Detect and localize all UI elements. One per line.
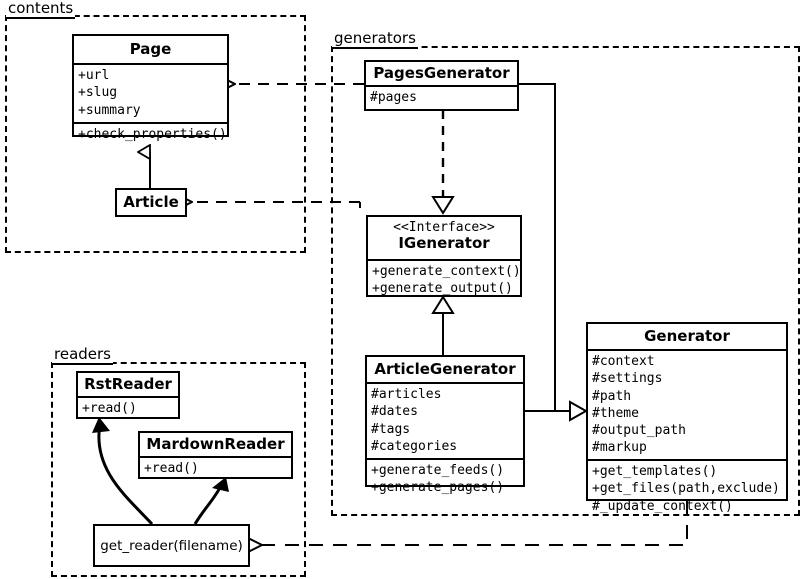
package-contents-label: contents bbox=[6, 0, 76, 19]
class-articlegenerator[interactable]: ArticleGenerator #articles #dates #tags … bbox=[365, 355, 525, 495]
attribute-markup: #markup bbox=[592, 440, 647, 456]
class-mardownreader[interactable]: MardownReader +read() bbox=[138, 431, 293, 479]
class-igenerator-operations: +generate_context() +generate_output() bbox=[368, 258, 521, 300]
function-get-reader[interactable]: get_reader(filename) bbox=[93, 524, 250, 567]
operation-generate-feeds: +generate_feeds() bbox=[371, 462, 505, 478]
operation-generate-pages: +generate_pages() bbox=[371, 480, 505, 496]
class-generator-attributes: #context #settings #path #theme #output_… bbox=[588, 349, 786, 459]
class-igenerator[interactable]: <<Interface>> IGenerator +generate_conte… bbox=[366, 215, 522, 297]
attribute-categories: #categories bbox=[371, 438, 458, 454]
attribute-slug: +slug bbox=[78, 85, 118, 101]
class-page-name: Page bbox=[129, 40, 172, 58]
function-get-reader-label: get_reader(filename) bbox=[100, 537, 243, 554]
class-article-name: Article bbox=[123, 192, 179, 211]
class-rstreader-operations: +read() bbox=[78, 396, 178, 420]
attribute-context: #context bbox=[592, 354, 655, 370]
class-generator-name: Generator bbox=[644, 327, 730, 345]
class-generator[interactable]: Generator #context #settings #path #them… bbox=[586, 322, 788, 514]
class-pagesgenerator-attributes: #pages bbox=[366, 85, 517, 109]
class-articlegenerator-name: ArticleGenerator bbox=[374, 360, 516, 378]
class-article[interactable]: Article bbox=[115, 188, 187, 217]
class-pagesgenerator-name: PagesGenerator bbox=[373, 64, 510, 82]
attribute-theme: #theme bbox=[592, 405, 639, 421]
attribute-path: #path bbox=[592, 388, 632, 404]
operation-generate-context: +generate_context() bbox=[372, 263, 521, 279]
operation-get-files: +get_files(path,exclude) bbox=[592, 481, 780, 497]
attribute-settings: #settings bbox=[592, 371, 663, 387]
operation-read: +read() bbox=[144, 461, 199, 477]
class-articlegenerator-attributes: #articles #dates #tags #categories bbox=[367, 382, 523, 458]
class-igenerator-stereotype: <<Interface>> bbox=[393, 220, 495, 235]
class-pagesgenerator[interactable]: PagesGenerator #pages bbox=[364, 60, 519, 111]
package-readers bbox=[51, 362, 306, 577]
class-page[interactable]: Page +url +slug +summary +check_properti… bbox=[72, 34, 229, 142]
operation-generate-output: +generate_output() bbox=[372, 280, 513, 296]
attribute-summary: +summary bbox=[78, 102, 141, 118]
class-articlegenerator-operations: +generate_feeds() +generate_pages() bbox=[367, 457, 523, 499]
class-page-operations: +check_properties() bbox=[74, 121, 227, 146]
operation-check-properties: +check_properties() bbox=[78, 126, 227, 142]
operation-update-context: #_update_context() bbox=[592, 498, 733, 514]
class-mardownreader-operations: +read() bbox=[140, 456, 291, 480]
attribute-dates: #dates bbox=[371, 404, 418, 420]
class-mardownreader-name: MardownReader bbox=[146, 435, 285, 453]
operation-read: +read() bbox=[82, 401, 137, 417]
operation-get-templates: +get_templates() bbox=[592, 464, 718, 480]
attribute-articles: #articles bbox=[371, 387, 442, 403]
class-igenerator-name: IGenerator bbox=[398, 234, 490, 253]
class-page-attributes: +url +slug +summary bbox=[74, 63, 227, 121]
package-readers-label: readers bbox=[52, 345, 113, 365]
attribute-tags: #tags bbox=[371, 421, 411, 437]
class-rstreader-name: RstReader bbox=[84, 375, 172, 393]
attribute-url: +url bbox=[78, 68, 110, 84]
attribute-pages: #pages bbox=[370, 90, 417, 106]
package-contents bbox=[5, 15, 306, 253]
class-rstreader[interactable]: RstReader +read() bbox=[76, 371, 180, 419]
class-generator-operations: +get_templates() +get_files(path,exclude… bbox=[588, 459, 786, 517]
package-generators-label: generators bbox=[332, 29, 418, 49]
attribute-output-path: #output_path bbox=[592, 422, 686, 438]
